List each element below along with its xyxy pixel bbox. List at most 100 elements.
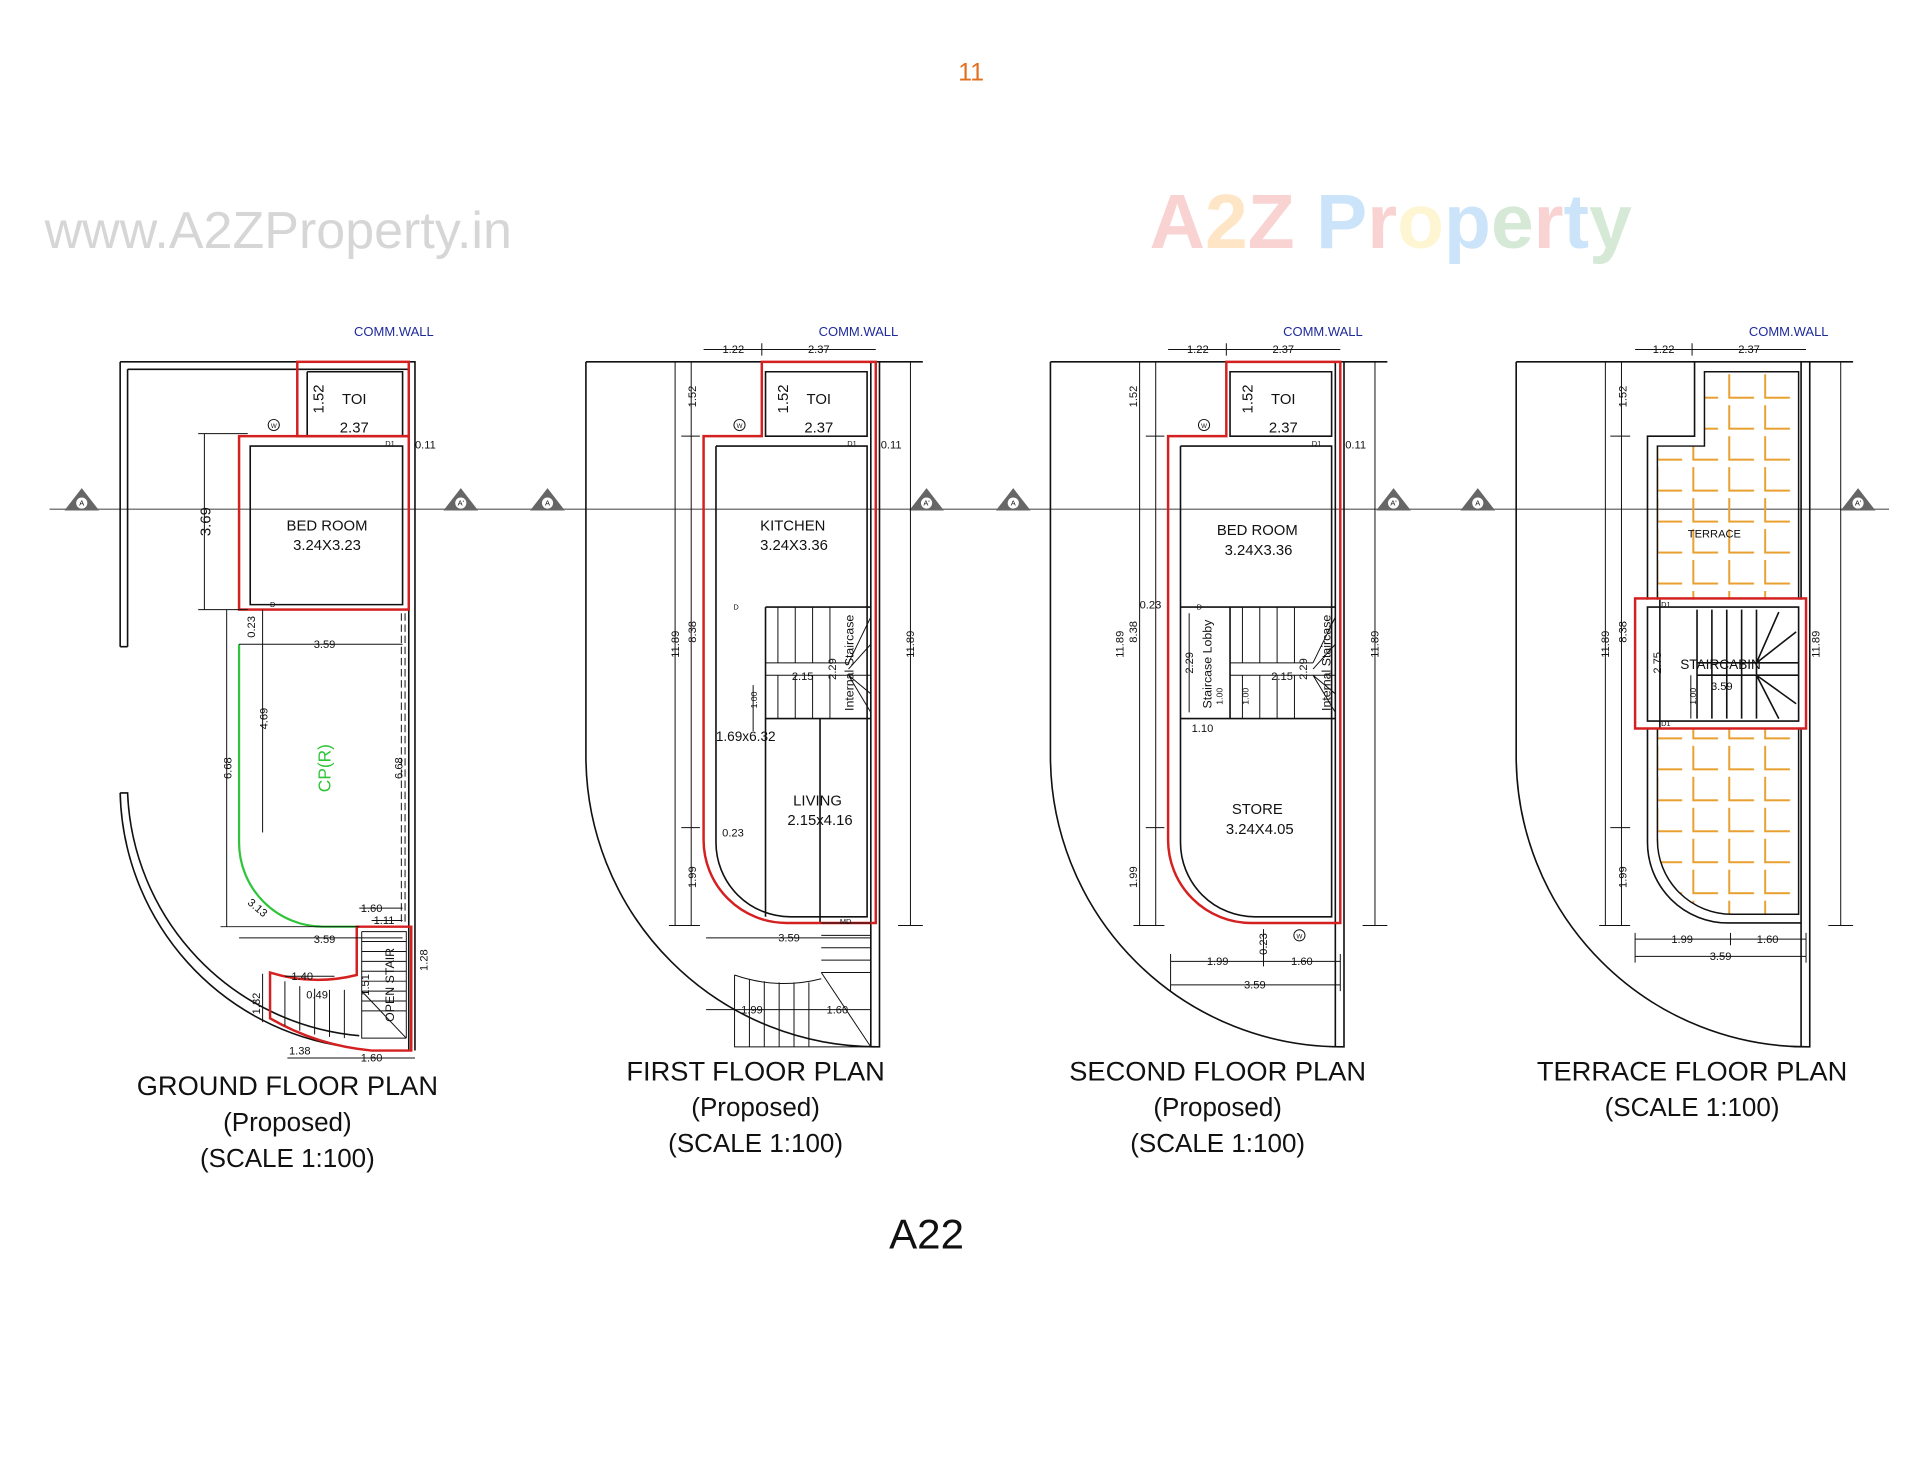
svg-text:D1: D1 bbox=[1312, 439, 1322, 448]
svg-text:D1: D1 bbox=[1661, 719, 1671, 728]
svg-text:1.00: 1.00 bbox=[1241, 688, 1251, 705]
svg-text:A': A' bbox=[1855, 499, 1862, 508]
first-floor-outline bbox=[702, 360, 878, 925]
second-dimensions: 1.22 2.37 1.52 2.37 0.11 11.89 1.52 8.38… bbox=[1115, 344, 1382, 991]
plan-status: (Proposed) bbox=[691, 1092, 820, 1122]
svg-text:3.24X3.36: 3.24X3.36 bbox=[1225, 543, 1293, 559]
svg-text:2.15: 2.15 bbox=[1271, 671, 1293, 683]
svg-text:1.60: 1.60 bbox=[827, 1004, 849, 1016]
svg-text:A': A' bbox=[458, 499, 465, 508]
bedroom-size: 3.24X3.23 bbox=[293, 538, 361, 554]
svg-text:W: W bbox=[1296, 933, 1302, 940]
plan-status: (Proposed) bbox=[1153, 1092, 1282, 1122]
svg-text:D: D bbox=[733, 603, 738, 612]
svg-text:1.60: 1.60 bbox=[361, 903, 383, 915]
svg-text:1.52: 1.52 bbox=[1617, 386, 1629, 408]
first-dimensions: 1.22 2.37 1.52 2.37 0.11 11.89 1.52 8.38… bbox=[670, 344, 917, 1016]
svg-text:2.29: 2.29 bbox=[827, 658, 839, 680]
svg-text:1.69x6.32: 1.69x6.32 bbox=[716, 729, 776, 744]
svg-text:1.52: 1.52 bbox=[311, 385, 327, 414]
comm-wall-label: COMM.WALL bbox=[819, 324, 899, 339]
svg-text:1.99: 1.99 bbox=[687, 866, 699, 888]
page-number: 11 bbox=[958, 60, 984, 87]
svg-text:1.52: 1.52 bbox=[776, 385, 792, 414]
svg-text:2.37: 2.37 bbox=[1269, 420, 1298, 436]
svg-text:1.51: 1.51 bbox=[360, 974, 372, 996]
svg-text:3.69: 3.69 bbox=[199, 507, 215, 536]
svg-text:2.37: 2.37 bbox=[340, 420, 369, 436]
svg-text:1.40: 1.40 bbox=[291, 971, 313, 983]
sheet-label: A22 bbox=[889, 1211, 964, 1258]
svg-text:2.29: 2.29 bbox=[1184, 652, 1196, 674]
svg-text:8.38: 8.38 bbox=[1617, 621, 1629, 643]
svg-text:11.89: 11.89 bbox=[1600, 631, 1612, 658]
svg-text:A: A bbox=[1011, 499, 1016, 508]
kitchen-label: KITCHEN bbox=[760, 518, 825, 534]
svg-text:11.89: 11.89 bbox=[1115, 631, 1127, 658]
svg-text:0.49: 0.49 bbox=[306, 990, 328, 1002]
svg-text:A: A bbox=[79, 499, 84, 508]
second-floor-plan: COMM.WALL TOI BED ROOM 3.24X3.36 Stairca… bbox=[1049, 324, 1388, 1158]
comm-wall-label: COMM.WALL bbox=[354, 324, 434, 339]
svg-text:2.37: 2.37 bbox=[1738, 344, 1760, 356]
svg-text:8.38: 8.38 bbox=[1128, 621, 1140, 643]
plan-title: GROUND FLOOR PLAN bbox=[137, 1070, 438, 1101]
svg-text:1.28: 1.28 bbox=[418, 949, 430, 971]
bedroom-outline bbox=[237, 434, 411, 611]
staircabin-outline bbox=[1633, 597, 1808, 730]
plan-title: SECOND FLOOR PLAN bbox=[1069, 1055, 1366, 1086]
svg-text:1.00: 1.00 bbox=[1215, 688, 1225, 705]
svg-text:A: A bbox=[545, 499, 550, 508]
svg-text:4.69: 4.69 bbox=[259, 708, 271, 730]
svg-text:2.29: 2.29 bbox=[1298, 658, 1310, 680]
svg-text:1.22: 1.22 bbox=[722, 344, 744, 356]
svg-text:0.11: 0.11 bbox=[415, 440, 436, 452]
terrace-floor-plan: COMM.WALL TERRACE STAIRCABIN D1 D1 1.22 … bbox=[1515, 324, 1854, 1122]
second-floor-outline bbox=[1166, 360, 1342, 925]
comm-wall-label: COMM.WALL bbox=[1283, 324, 1363, 339]
plan-scale: (SCALE 1:100) bbox=[200, 1143, 375, 1173]
comm-wall-label: COMM.WALL bbox=[1749, 324, 1829, 339]
svg-text:1.00: 1.00 bbox=[1688, 688, 1698, 705]
svg-text:D1: D1 bbox=[385, 439, 395, 448]
svg-text:1.60: 1.60 bbox=[1757, 934, 1779, 946]
svg-text:Internal Staircase: Internal Staircase bbox=[842, 615, 856, 711]
svg-text:6.68: 6.68 bbox=[223, 757, 235, 779]
svg-text:Internal Staircase: Internal Staircase bbox=[1319, 615, 1333, 711]
svg-text:1.10: 1.10 bbox=[1192, 723, 1214, 735]
svg-text:0.23: 0.23 bbox=[1140, 599, 1162, 611]
svg-text:1.99: 1.99 bbox=[1671, 934, 1693, 946]
svg-text:1.11: 1.11 bbox=[374, 915, 395, 927]
svg-text:11.89: 11.89 bbox=[1811, 631, 1823, 658]
svg-text:2.37: 2.37 bbox=[804, 420, 833, 436]
parking-label: CP(R) bbox=[315, 744, 335, 792]
staircabin-label: STAIRCABIN bbox=[1680, 657, 1761, 672]
svg-text:D: D bbox=[1197, 603, 1202, 612]
svg-text:3.59: 3.59 bbox=[314, 639, 336, 651]
plan-status: (Proposed) bbox=[223, 1107, 352, 1137]
svg-text:2.75: 2.75 bbox=[1652, 652, 1664, 674]
plan-scale: (SCALE 1:100) bbox=[1130, 1128, 1305, 1158]
svg-text:W: W bbox=[737, 423, 743, 430]
svg-text:0.23: 0.23 bbox=[722, 827, 744, 839]
svg-text:0.23: 0.23 bbox=[1258, 933, 1270, 955]
svg-text:2.15x4.16: 2.15x4.16 bbox=[787, 813, 852, 829]
svg-text:W: W bbox=[271, 423, 277, 430]
svg-text:1.60: 1.60 bbox=[361, 1053, 383, 1065]
svg-text:1.22: 1.22 bbox=[1187, 344, 1209, 356]
toilet-label: TOI bbox=[342, 392, 367, 408]
svg-text:0.11: 0.11 bbox=[1345, 440, 1366, 452]
svg-text:8.38: 8.38 bbox=[687, 621, 699, 643]
terrace-label: TERRACE bbox=[1688, 529, 1741, 541]
svg-text:W: W bbox=[1201, 423, 1207, 430]
svg-text:D1: D1 bbox=[847, 439, 857, 448]
plan-scale: (SCALE 1:100) bbox=[1605, 1092, 1780, 1122]
plan-title: TERRACE FLOOR PLAN bbox=[1537, 1055, 1847, 1086]
svg-text:1.52: 1.52 bbox=[1128, 386, 1140, 408]
svg-text:MD: MD bbox=[840, 917, 852, 926]
store-label: STORE bbox=[1232, 802, 1283, 818]
svg-text:11.89: 11.89 bbox=[905, 631, 917, 658]
svg-text:TOI: TOI bbox=[807, 392, 831, 408]
svg-text:D1: D1 bbox=[1661, 600, 1671, 609]
svg-text:A: A bbox=[1475, 499, 1480, 508]
